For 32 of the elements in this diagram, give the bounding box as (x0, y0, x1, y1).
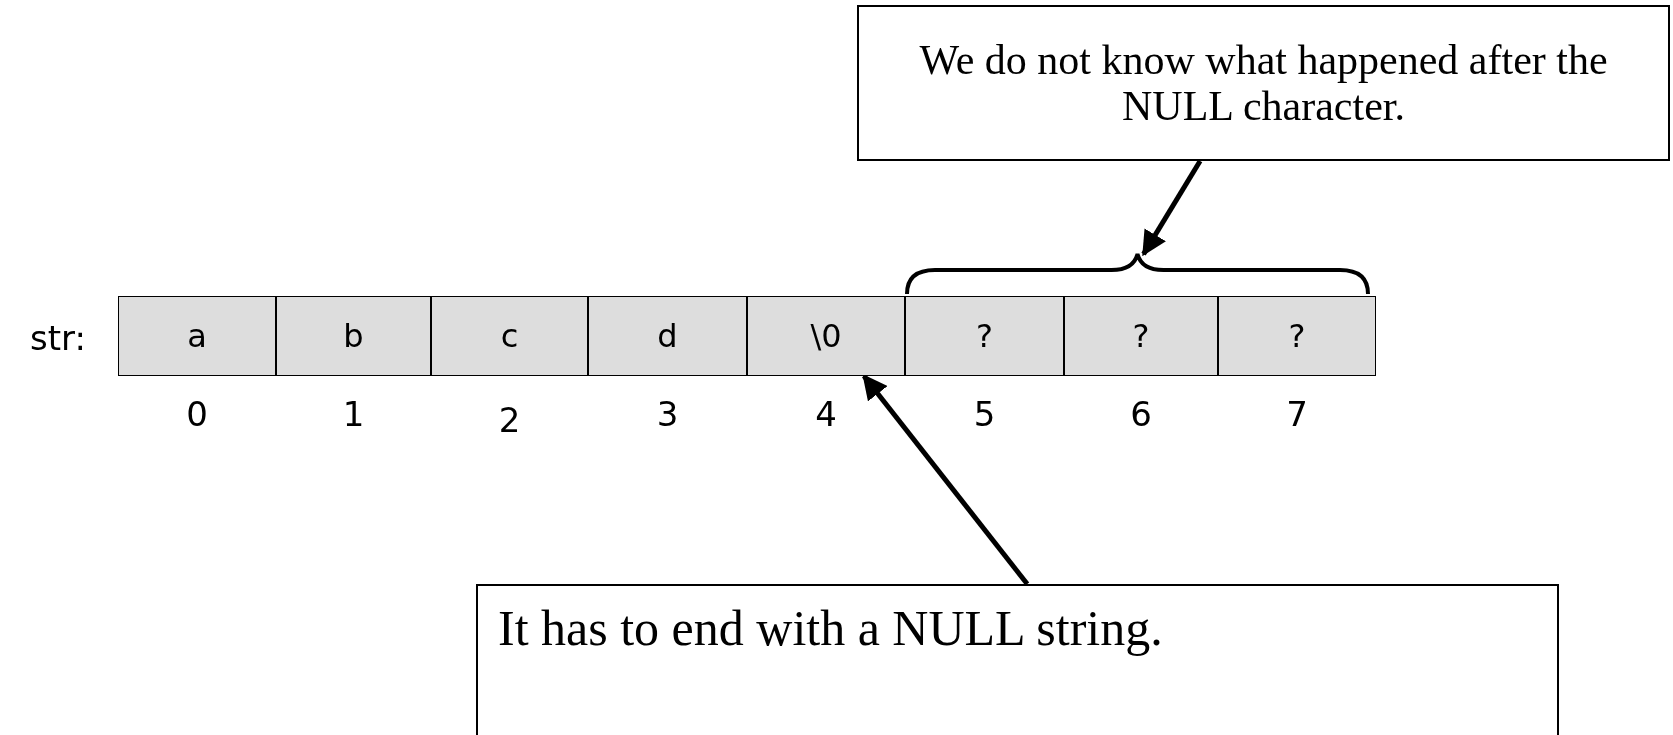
index-number: 4 (815, 394, 837, 434)
callout-text: It has to end with a NULL string. (498, 600, 1163, 656)
index-number: 0 (186, 394, 208, 434)
cell-value: d (657, 316, 678, 357)
array-cell (588, 296, 747, 376)
cell-value: \0 (810, 316, 842, 357)
cell-value: a (187, 316, 207, 357)
callout-text: We do not know what happened after the NULL character. (918, 37, 1609, 129)
callout-box (857, 5, 1670, 161)
array-cell (276, 296, 431, 376)
array-cell (1064, 296, 1218, 376)
cell-value: ? (976, 316, 993, 357)
array-cell (905, 296, 1064, 376)
array-cell (118, 296, 276, 376)
curly-brace (905, 252, 1370, 294)
array-cell (747, 296, 905, 376)
index-number: 6 (1130, 394, 1152, 434)
array-cell (1218, 296, 1376, 376)
index-number: 7 (1286, 394, 1308, 434)
cell-value: ? (1288, 316, 1306, 357)
cell-value: c (500, 316, 519, 357)
array-cell (431, 296, 588, 376)
cell-value: b (343, 316, 364, 357)
index-number: 2 (498, 400, 521, 440)
index-number: 3 (656, 394, 679, 434)
variable-name: str: (30, 318, 86, 358)
index-number: 1 (342, 394, 365, 434)
arrow (1141, 159, 1203, 257)
callout-box (476, 584, 1559, 735)
cell-value: ? (1132, 316, 1150, 357)
index-number: 5 (973, 394, 996, 434)
arrow (861, 374, 1030, 586)
